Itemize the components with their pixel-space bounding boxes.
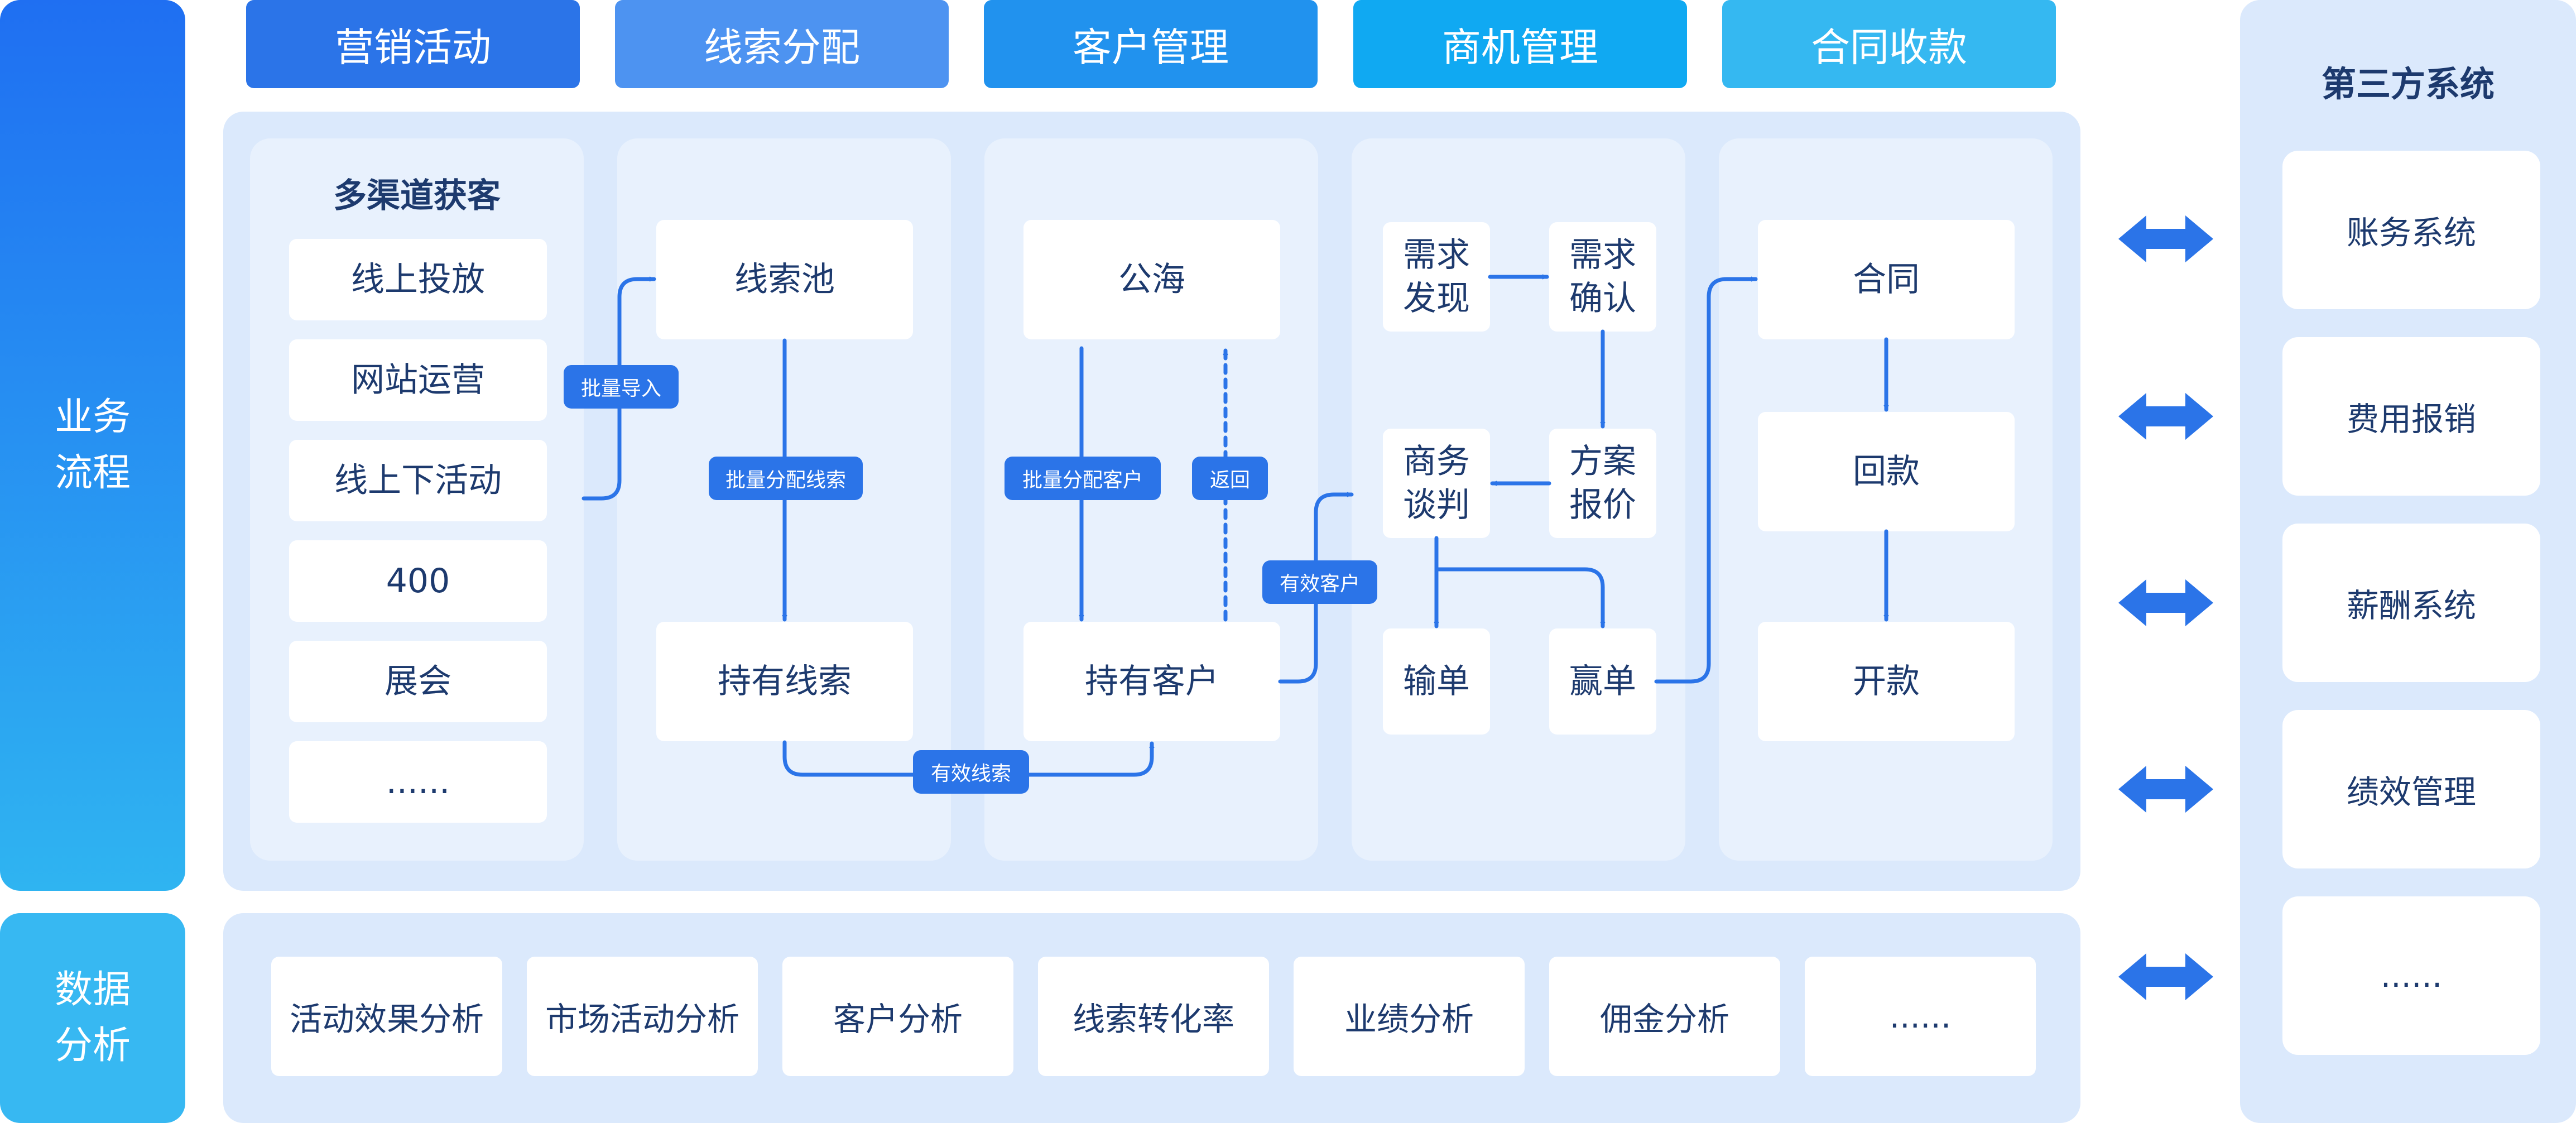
return-badge: 返回 (1192, 457, 1268, 500)
batch-assign-leads-badge: 批量分配线索 (709, 457, 863, 500)
tab-contract-payment[interactable]: 合同收款 (1722, 0, 2056, 88)
valid-leads-badge: 有效线索 (913, 750, 1029, 794)
business-flow-label: 业务流程 (0, 0, 185, 891)
tab-marketing[interactable]: 营销活动 (246, 0, 580, 88)
more-systems-item[interactable]: ...... (2282, 896, 2540, 1055)
double-arrow-icon (2118, 579, 2213, 626)
lead-pool-box: 线索池 (656, 220, 913, 339)
analysis-item[interactable]: 线索转化率 (1038, 957, 1269, 1076)
payroll-system-item[interactable]: 薪酬系统 (2282, 524, 2540, 682)
tab-opportunity-management[interactable]: 商机管理 (1353, 0, 1687, 88)
marketing-channel-item: 展会 (289, 641, 547, 722)
marketing-channel-item: 网站运营 (289, 339, 547, 421)
contract-box: 合同 (1758, 220, 2015, 339)
analysis-item[interactable]: 活动效果分析 (271, 957, 502, 1076)
analysis-item[interactable]: 佣金分析 (1549, 957, 1780, 1076)
marketing-column-title: 多渠道获客 (333, 176, 501, 215)
data-analysis-label: 数据分析 (0, 913, 185, 1123)
arrow-negotiate-to-win (1434, 567, 1603, 628)
won-deal-box: 赢单 (1549, 628, 1656, 735)
marketing-channel-item: ...... (289, 741, 547, 823)
marketing-channel-item: 线上下活动 (289, 440, 547, 521)
business-negotiation-box: 商务谈判 (1383, 429, 1490, 538)
batch-import-badge: 批量导入 (564, 365, 679, 409)
tab-customer-management-label: 客户管理 (1073, 24, 1229, 70)
double-arrow-icon (2118, 215, 2213, 262)
arrow-win-to-contract (1654, 279, 1758, 684)
payment-collection-box: 回款 (1758, 412, 2015, 531)
analysis-item[interactable]: 业绩分析 (1294, 957, 1525, 1076)
tab-marketing-label: 营销活动 (335, 24, 491, 70)
accounting-system-item[interactable]: 账务系统 (2282, 151, 2540, 309)
double-arrow-icon (2118, 766, 2213, 813)
invoice-box: 开款 (1758, 622, 2015, 741)
analysis-item[interactable]: 客户分析 (782, 957, 1013, 1076)
double-arrow-icon (2118, 953, 2213, 1000)
analysis-item[interactable]: 市场活动分析 (527, 957, 758, 1076)
owned-customers-box: 持有客户 (1023, 622, 1280, 741)
tab-contract-payment-label: 合同收款 (1811, 24, 1967, 70)
proposal-quote-box: 方案报价 (1549, 429, 1656, 538)
double-arrow-icon (2118, 393, 2213, 440)
valid-customer-badge: 有效客户 (1262, 560, 1377, 604)
business-flow-text: 业务流程 (54, 395, 131, 495)
marketing-channel-item: 400 (289, 540, 547, 622)
batch-assign-customers-badge: 批量分配客户 (1005, 457, 1161, 500)
tab-lead-assignment[interactable]: 线索分配 (615, 0, 949, 88)
public-pool-box: 公海 (1023, 220, 1280, 339)
need-confirmation-box: 需求确认 (1549, 222, 1656, 332)
third-party-title: 第三方系统 (2321, 64, 2495, 104)
tab-opportunity-management-label: 商机管理 (1442, 24, 1598, 70)
lost-deal-box: 输单 (1383, 628, 1490, 735)
marketing-channel-item: 线上投放 (289, 239, 547, 320)
performance-management-item[interactable]: 绩效管理 (2282, 710, 2540, 868)
analysis-item[interactable]: ...... (1805, 957, 2036, 1076)
tab-customer-management[interactable]: 客户管理 (984, 0, 1318, 88)
expense-reimbursement-item[interactable]: 费用报销 (2282, 337, 2540, 496)
need-discovery-box: 需求发现 (1383, 222, 1490, 332)
data-analysis-text: 数据分析 (54, 968, 131, 1068)
tab-lead-assignment-label: 线索分配 (704, 24, 860, 70)
owned-leads-box: 持有线索 (656, 622, 913, 741)
